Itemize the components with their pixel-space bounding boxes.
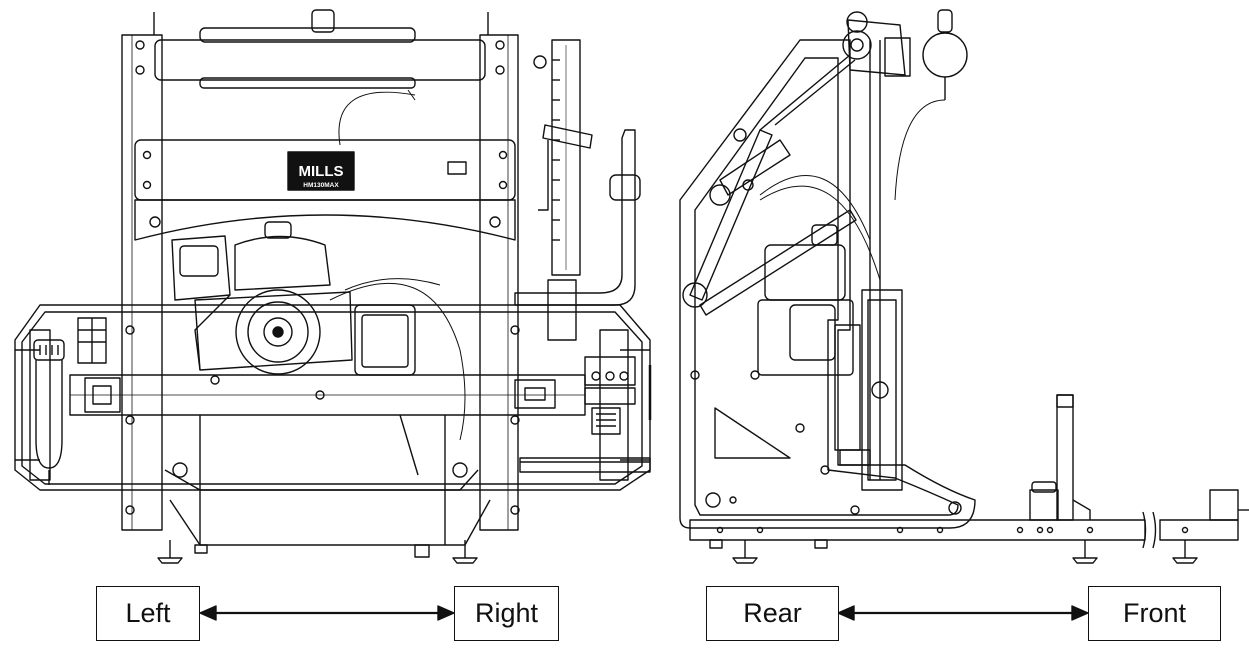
side-direction-arrow [837, 605, 1089, 621]
blade-housing [14, 304, 651, 491]
front-cables [329, 89, 466, 441]
switch-panel [584, 356, 636, 435]
logo-brand: MILLS [299, 163, 344, 180]
lift-handle [514, 124, 641, 306]
top-crossbar [135, 9, 505, 89]
height-scale [533, 39, 581, 341]
front-view-drawing: MILLS HM130MAX [14, 9, 652, 564]
logo-model: HM130MAX [303, 182, 339, 189]
carriage-plate [134, 139, 516, 241]
front-bolts [125, 325, 520, 515]
side-frame [679, 39, 976, 529]
side-feet [709, 539, 1198, 564]
mills-logo: MILLS HM130MAX [287, 151, 355, 191]
side-arms [682, 54, 857, 316]
side-cables [759, 174, 881, 281]
water-tank [33, 339, 65, 485]
track-beam [69, 365, 652, 420]
side-pulley [842, 11, 911, 480]
front-lower-frame [164, 414, 651, 546]
front-engine [171, 221, 416, 376]
warning-label [77, 317, 107, 364]
label-front: Front [1088, 586, 1221, 641]
side-view-drawing [679, 9, 1249, 564]
label-rear: Rear [706, 586, 839, 641]
front-direction-arrow [199, 605, 455, 621]
side-water-tank [894, 9, 968, 201]
label-left: Left [96, 586, 200, 641]
side-engine [757, 224, 903, 491]
label-right: Right [454, 586, 559, 641]
front-feet [157, 540, 478, 564]
front-frame-posts [121, 12, 519, 531]
side-track [689, 394, 1249, 549]
